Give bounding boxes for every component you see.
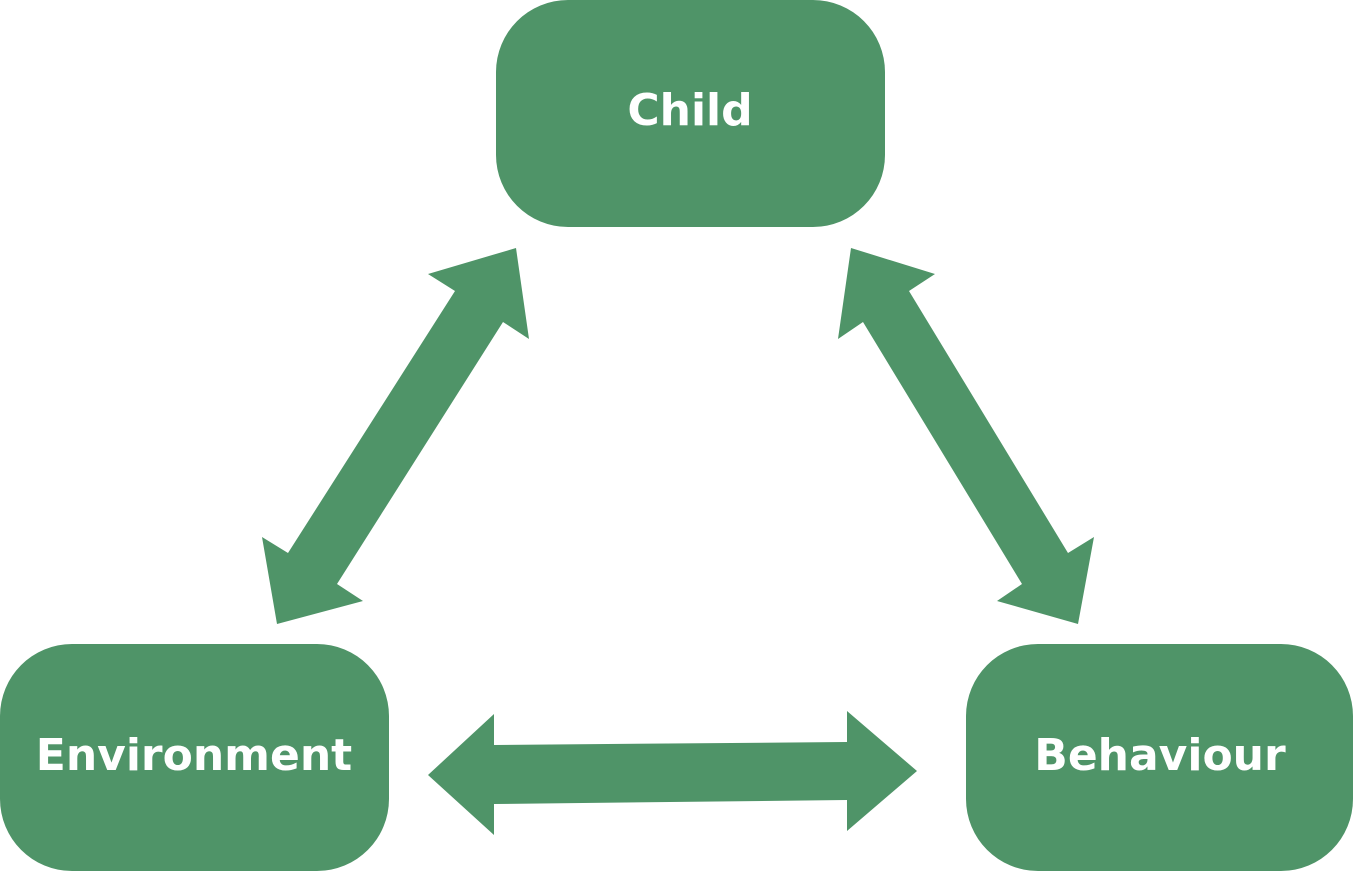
arrow-child-environment — [262, 248, 529, 624]
node-behaviour-box — [966, 644, 1353, 871]
node-child: Child — [496, 0, 885, 227]
node-child-label: Child — [627, 85, 752, 136]
node-environment: Environment — [0, 644, 389, 871]
arrow-environment-behaviour — [428, 711, 917, 835]
arrow-child-behaviour — [838, 248, 1094, 624]
node-environment-label: Environment — [36, 730, 352, 781]
node-child-box — [496, 0, 885, 227]
node-environment-box — [0, 644, 389, 871]
node-behaviour-label: Behaviour — [1034, 730, 1286, 781]
node-behaviour: Behaviour — [966, 644, 1353, 871]
